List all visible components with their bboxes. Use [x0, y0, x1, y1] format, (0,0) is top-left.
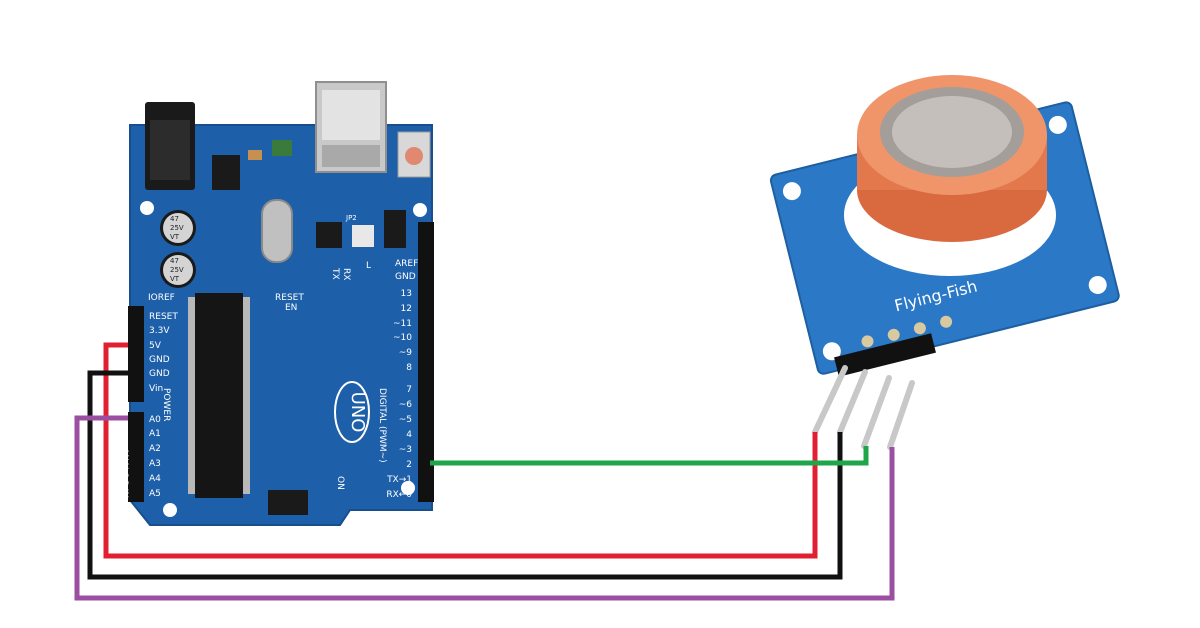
power-pin-label: Vin [149, 384, 163, 394]
atmega-chip [188, 293, 250, 498]
power-pin-label: GND [149, 369, 170, 379]
svg-text:47: 47 [170, 257, 179, 265]
digital-pin-label: 4 [406, 430, 412, 440]
digital-pin-label: RX←0 [386, 490, 412, 500]
sensor-leads [812, 365, 915, 450]
svg-text:UNO: UNO [347, 392, 368, 433]
digital-pin-label: ~3 [399, 445, 412, 455]
svg-text:RESET: RESET [275, 293, 304, 303]
svg-text:47: 47 [170, 215, 179, 223]
wire-analog [74, 415, 895, 601]
svg-text:25V: 25V [170, 266, 184, 274]
capacitor-1: 47 25V VT [160, 210, 196, 246]
svg-text:JP2: JP2 [345, 214, 357, 222]
digital-pin-label: 13 [401, 289, 412, 299]
power-header [128, 306, 144, 402]
svg-text:POWER: POWER [161, 388, 171, 421]
digital-pin-label: ~10 [393, 333, 412, 343]
analog-pin-label: A4 [149, 474, 161, 484]
digital-pin-label: ~9 [399, 348, 413, 358]
svg-text:RX: RX [341, 268, 351, 280]
digital-pin-label: ~11 [393, 319, 412, 329]
crystal [261, 199, 293, 263]
wire-vcc [103, 342, 818, 559]
digital-pin-label: 12 [401, 304, 412, 314]
analog-pin-label: A3 [149, 459, 161, 469]
wires [74, 342, 895, 601]
wire-gnd [87, 370, 843, 580]
digital-pin-label: TX→1 [386, 475, 412, 485]
arduino-uno-board: 47 25V VT 47 25V VT JP2 UNO [119, 81, 434, 526]
gas-sensor-module: Flying-Fish [769, 75, 1120, 377]
power-pin-label: GND [149, 355, 170, 365]
digital-pin-label: 7 [406, 385, 412, 395]
usb-chip [316, 222, 342, 248]
digital-header [418, 222, 434, 502]
digital-pin-label: 2 [406, 460, 412, 470]
power-pin-label: 5V [149, 341, 162, 351]
digital-pin-label: ~5 [399, 415, 412, 425]
wire-digital [430, 446, 869, 466]
analog-pin-label: A5 [149, 489, 161, 499]
svg-text:TX: TX [330, 267, 340, 280]
svg-text:IOREF: IOREF [148, 293, 175, 303]
svg-text:25V: 25V [170, 224, 184, 232]
svg-text:EN: EN [285, 303, 297, 313]
power-pin-label: 3.3V [149, 326, 170, 336]
digital-pin-label: ~6 [399, 400, 413, 410]
digital-pin-label: 8 [406, 363, 412, 373]
svg-text:ON: ON [335, 476, 345, 490]
capacitor-2: 47 25V VT [160, 252, 196, 288]
power-pin-label: RESET [149, 312, 178, 322]
svg-text:GND: GND [395, 272, 416, 282]
uno-logo: UNO [334, 381, 370, 443]
svg-text:VT: VT [170, 233, 180, 241]
sensor-cap [844, 75, 1056, 276]
analog-pin-label: A2 [149, 444, 161, 454]
svg-text:AREF: AREF [395, 259, 418, 269]
analog-pin-label: A0 [149, 415, 161, 425]
svg-text:VT: VT [170, 275, 180, 283]
svg-text:L: L [366, 261, 371, 271]
analog-header [128, 412, 144, 502]
analog-pin-label: A1 [149, 429, 161, 439]
icsp-header [268, 490, 308, 515]
svg-text:DIGITAL (PWM~): DIGITAL (PWM~) [377, 388, 387, 463]
svg-text:ANALOG IN: ANALOG IN [119, 448, 129, 498]
